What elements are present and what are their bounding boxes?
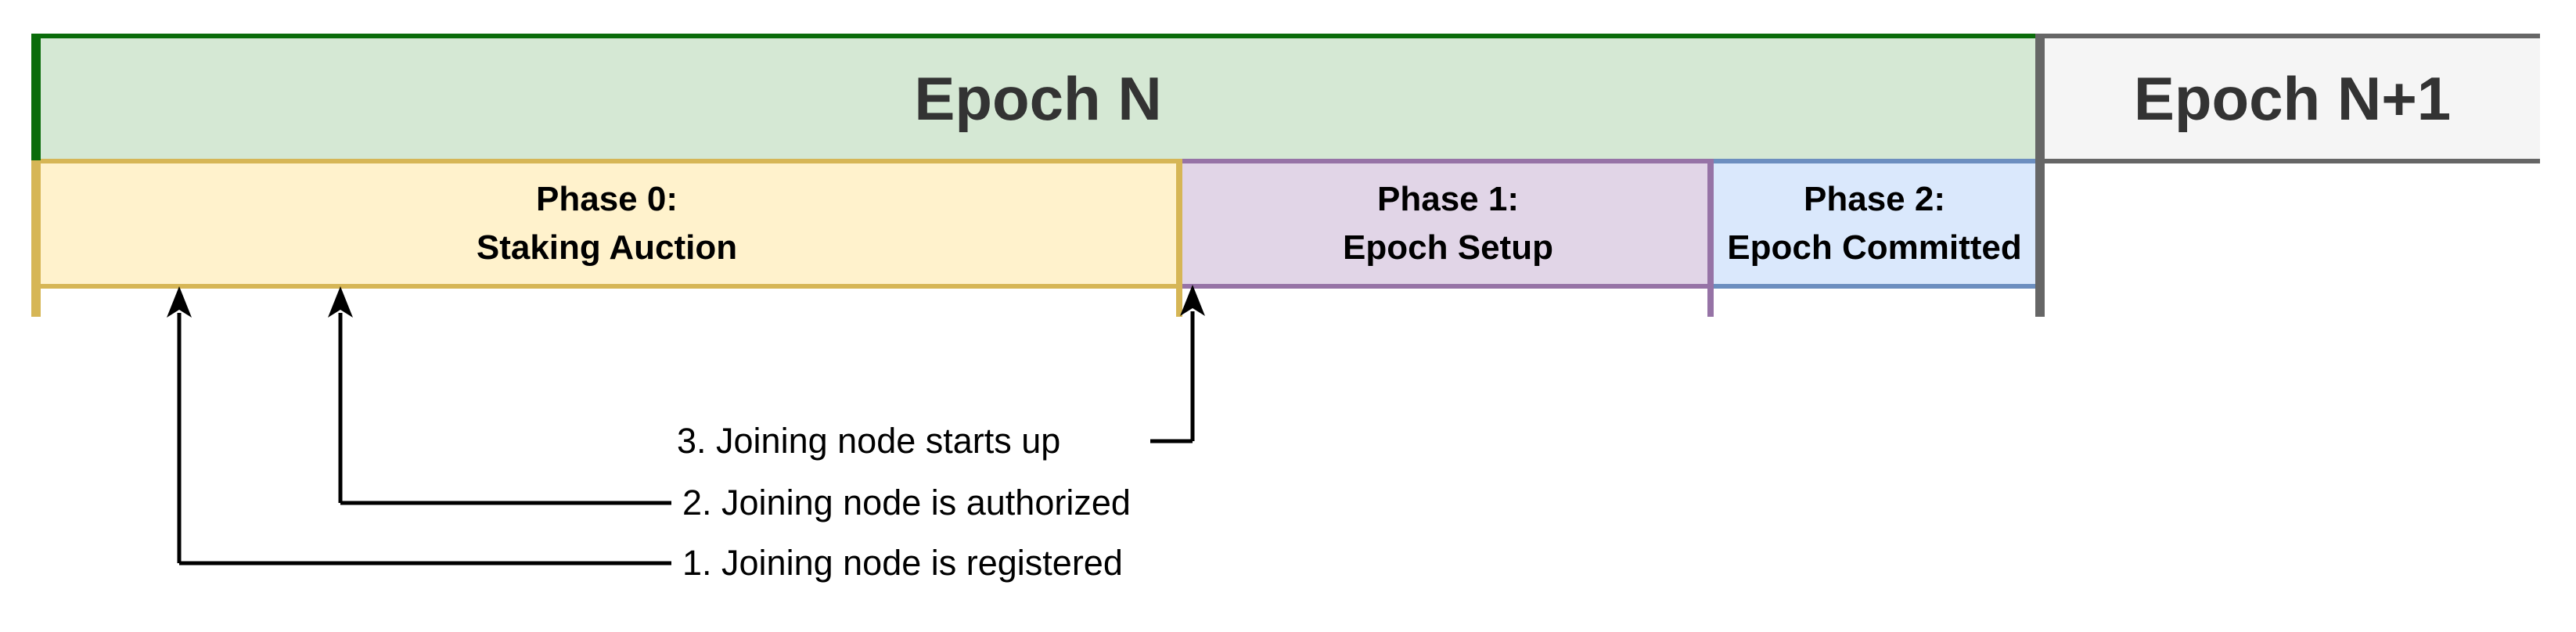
epoch-n1-bar: Epoch N+1 (2045, 34, 2540, 163)
epoch-n1-label: Epoch N+1 (2133, 63, 2452, 133)
epoch-boundary-divider (2035, 34, 2045, 317)
phase-0-end-line (1176, 159, 1182, 317)
phase-0-subtitle: Staking Auction (476, 228, 738, 267)
arrow-2 (328, 286, 671, 505)
arrow-1-head (167, 286, 192, 318)
phase-0-bar: Phase 0: Staking Auction (31, 159, 1182, 289)
phase-1-subtitle: Epoch Setup (1343, 228, 1553, 267)
phase-1-bar: Phase 1: Epoch Setup (1182, 159, 1714, 289)
phase-2-subtitle: Epoch Committed (1727, 228, 2022, 267)
phase-2-title: Phase 2: (1804, 180, 1945, 218)
arrow-1 (167, 286, 671, 566)
phase-0-start-line (31, 160, 41, 317)
epoch-n-bar: Epoch N (31, 34, 2035, 159)
annotation-node-starts-up: 3. Joining node starts up (677, 421, 1061, 461)
phase-1-end-line (1707, 159, 1714, 317)
annotation-node-registered: 1. Joining node is registered (682, 543, 1123, 583)
phase-2-bar: Phase 2: Epoch Committed (1714, 159, 2035, 289)
phase-1-title: Phase 1: (1377, 180, 1519, 218)
epoch-n-label: Epoch N (914, 63, 1162, 133)
epoch-n-start-line (31, 34, 41, 160)
annotation-node-authorized: 2. Joining node is authorized (682, 483, 1131, 522)
phase-0-title: Phase 0: (536, 180, 678, 218)
arrow-2-head (328, 286, 353, 318)
arrow-3-head (1180, 285, 1205, 316)
